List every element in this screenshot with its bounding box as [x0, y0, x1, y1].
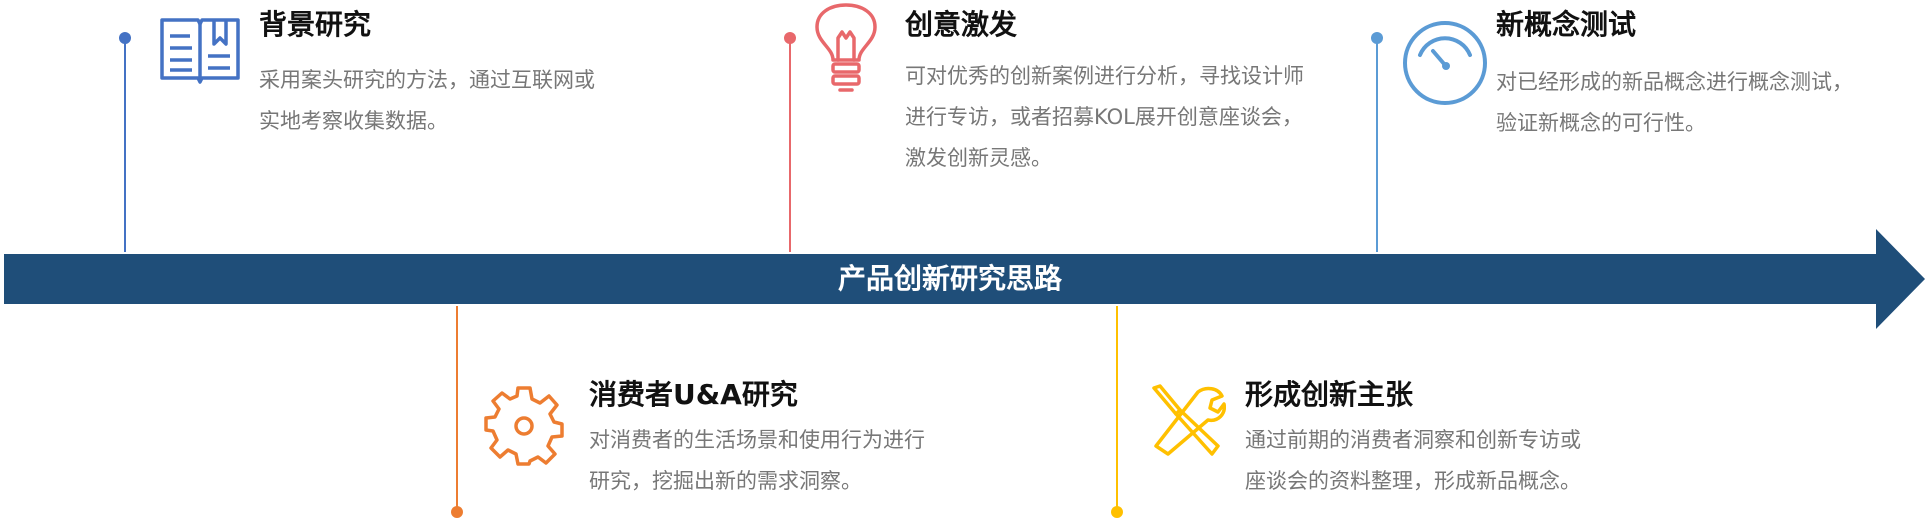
- stage-description: 对已经形成的新品概念进行概念测试， 验证新概念的可行性。: [1496, 70, 1853, 135]
- timeline-label: 产品创新研究思路: [837, 262, 1062, 295]
- connector-line: [456, 306, 458, 510]
- lightbulb-icon: [815, 3, 877, 92]
- stage-title: 创意激发: [905, 8, 1018, 41]
- stage-title: 消费者U&A研究: [589, 378, 798, 411]
- stage-description: 通过前期的消费者洞察和创新专访或 座谈会的资料整理，形成新品概念。: [1245, 428, 1581, 493]
- connector-dot: [1371, 32, 1383, 44]
- connector-dot: [784, 32, 796, 44]
- connector-line: [124, 38, 126, 252]
- stage-description: 采用案头研究的方法，通过互联网或 实地考察收集数据。: [259, 68, 595, 133]
- connector-dot: [1111, 506, 1123, 518]
- tools-icon: [1152, 384, 1226, 456]
- gear-icon: [484, 386, 564, 466]
- connector-line: [789, 38, 791, 252]
- book-icon: [160, 18, 240, 84]
- gauge-icon: [1403, 21, 1487, 105]
- connector-line: [1376, 38, 1378, 252]
- stage-description: 对消费者的生活场景和使用行为进行 研究，挖掘出新的需求洞察。: [589, 428, 925, 493]
- stage-title: 新概念测试: [1496, 8, 1637, 41]
- stage-title: 背景研究: [259, 8, 372, 41]
- connector-dot: [451, 506, 463, 518]
- stage-description: 可对优秀的创新案例进行分析，寻找设计师 进行专访，或者招募KOL展开创意座谈会，…: [905, 64, 1304, 170]
- connector-line: [1116, 306, 1118, 510]
- connector-dot: [119, 32, 131, 44]
- stage-title: 形成创新主张: [1245, 378, 1414, 411]
